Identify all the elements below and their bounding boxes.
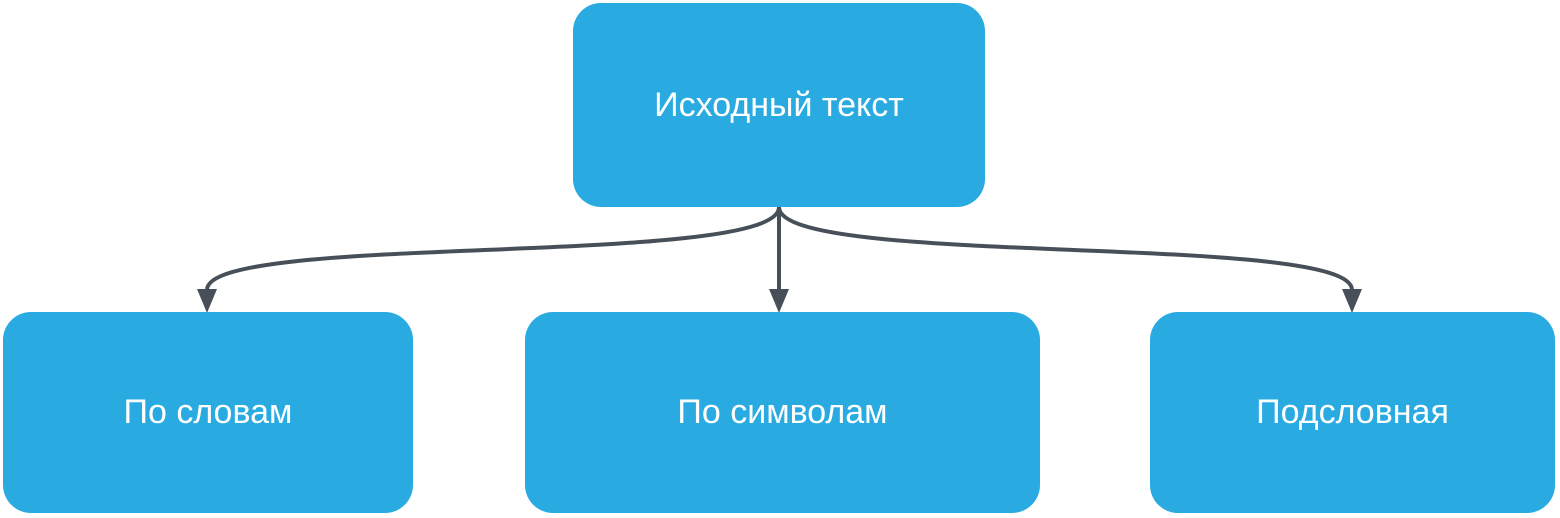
edge-root-to-child1	[197, 206, 781, 313]
node-by-characters: По символам	[525, 312, 1040, 513]
node-subword: Подсловная	[1150, 312, 1555, 513]
arrowhead-down-icon	[197, 289, 217, 313]
node-label: Исходный текст	[654, 85, 904, 124]
edge-root-to-child2	[769, 207, 789, 313]
arrowhead-down-icon	[769, 289, 789, 313]
node-source-text: Исходный текст	[573, 3, 985, 207]
node-by-words: По словам	[3, 312, 413, 513]
node-label: По символам	[677, 393, 888, 432]
edge-line	[205, 206, 781, 291]
node-label: По словам	[123, 393, 293, 432]
edge-root-to-child3	[777, 206, 1362, 313]
arrowhead-down-icon	[1342, 289, 1362, 313]
node-label: Подсловная	[1256, 393, 1449, 432]
edge-line	[777, 206, 1354, 291]
